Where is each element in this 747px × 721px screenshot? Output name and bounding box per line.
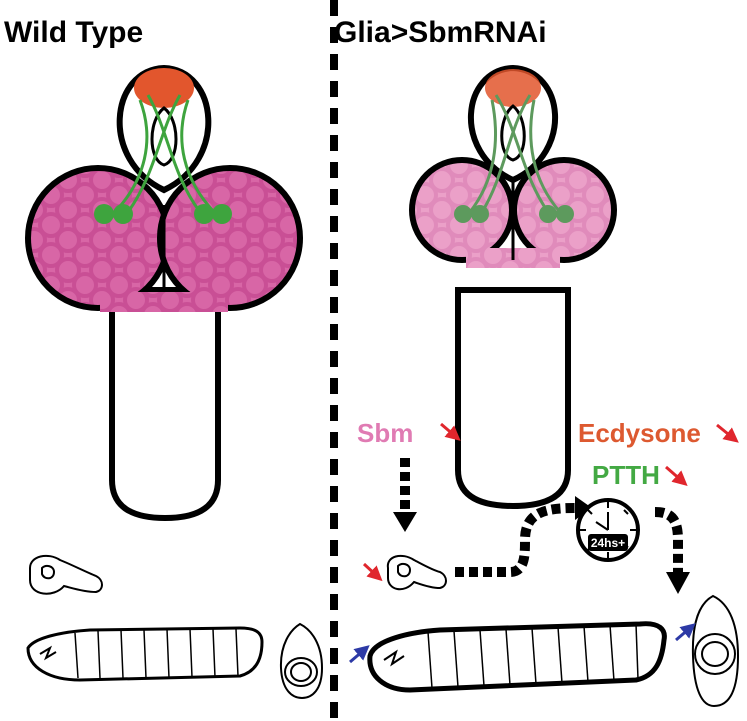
rnai-organisms [349, 554, 740, 708]
pupa-rnai [691, 594, 740, 708]
wild-type-organisms [26, 554, 324, 700]
clock-icon: 24hs+ [576, 498, 640, 562]
ventral-nerve-cord [109, 287, 221, 522]
ptth-label: PTTH [592, 460, 660, 490]
ptth-down-arrow [665, 465, 688, 486]
ptth-neuron-somata-rnai [454, 205, 574, 223]
small-cns-icon-rnai [386, 554, 447, 591]
larva-wild-type [26, 626, 264, 682]
larva-rnai [367, 621, 667, 693]
left-panel-title: Wild Type [4, 16, 143, 49]
small-cns-down-arrow [362, 562, 383, 582]
ecdysone-down-arrow [716, 423, 739, 443]
pupa-up-arrow [675, 623, 696, 642]
sbm-down-arrow [440, 422, 461, 441]
ring-gland-rnai [467, 64, 559, 184]
ptth-neurons [113, 94, 216, 214]
flow-arrow-to-clock [455, 496, 592, 577]
brain-lobe-right [157, 165, 303, 311]
flow-arrow-down-sbm [393, 458, 417, 532]
clock-label: 24hs+ [591, 536, 625, 550]
wild-type-cns [25, 64, 303, 522]
rnai-cns [409, 64, 617, 510]
ptth-neuron-somata [94, 204, 232, 224]
larva-up-arrow [349, 645, 370, 664]
right-panel-title: Glia>SbmRNAi [334, 16, 547, 49]
prothoracic-gland [134, 68, 194, 108]
ecdysone-label: Ecdysone [578, 418, 701, 448]
pupa-wild-type [279, 622, 324, 700]
sbm-label: Sbm [357, 418, 413, 448]
flow-arrow-clock-to-pupa [654, 507, 690, 594]
ptth-neurons-rnai [468, 94, 562, 213]
small-cns-icon [29, 554, 103, 595]
ventral-nerve-cord-rnai [455, 287, 571, 510]
brain-lobe-left [25, 165, 171, 311]
